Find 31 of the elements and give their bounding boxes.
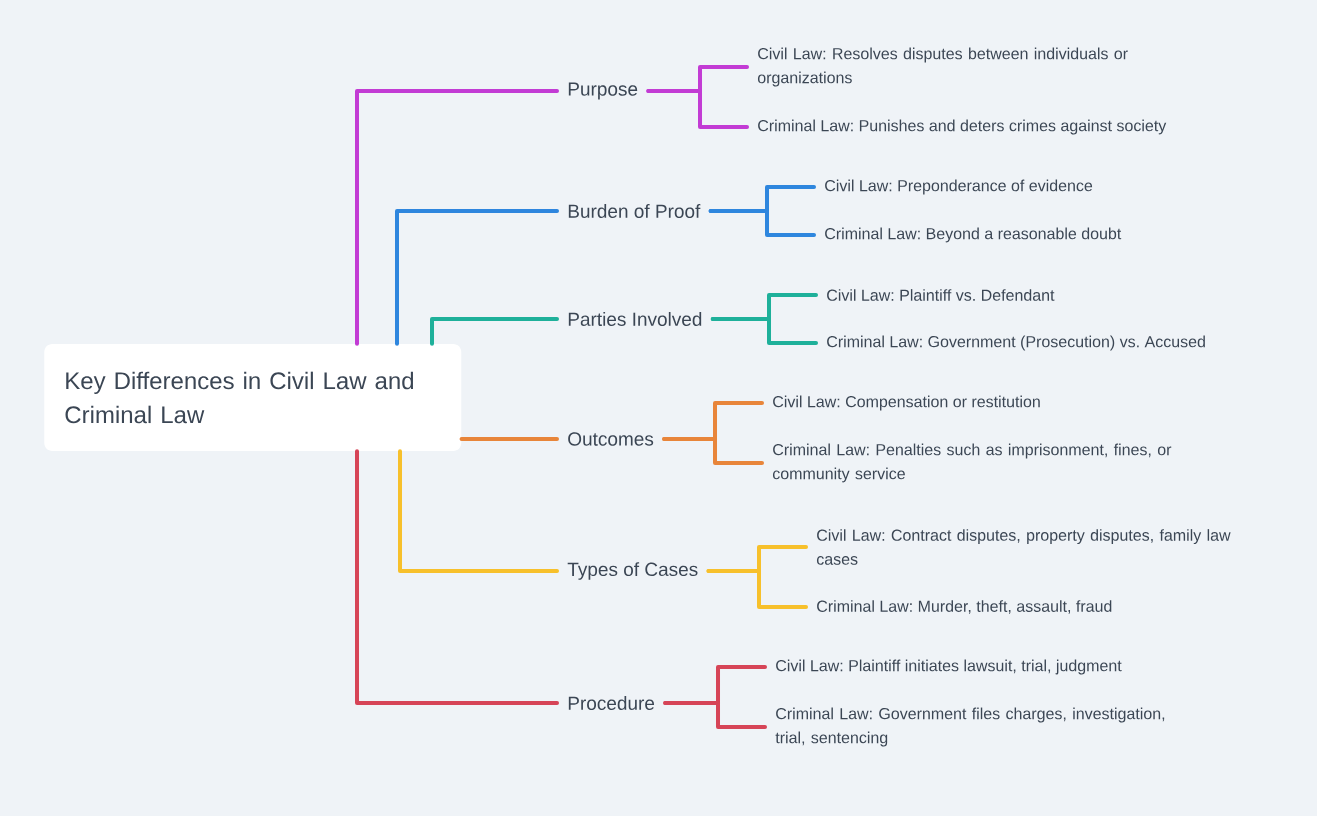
connector-line [708, 209, 816, 237]
branch-text: Parties Involved [568, 312, 702, 326]
connector-line [395, 209, 559, 346]
branch-text: Purpose [568, 82, 638, 100]
detail-text: Criminal Law: Beyond a reasonable doubt [825, 227, 1122, 243]
branch-text: Procedure [568, 696, 655, 710]
connector-line [662, 437, 764, 465]
branch-text: Burden of Proof [568, 204, 701, 218]
detail-text: Criminal Law: Penalties such as imprisonment, fines, or community service [772, 443, 1172, 483]
detail-text: Civil Law: Compensation or restitution [773, 395, 1040, 411]
connector-line [398, 449, 559, 573]
connector-line [355, 449, 559, 705]
detail-text: Criminal Law: Punishes and deters crimes against society [758, 119, 1167, 135]
connector-line [430, 317, 559, 346]
detail-text: Civil Law: Resolves disputes between individuals or organizations [757, 47, 1128, 87]
connector-line [459, 437, 559, 441]
branch-text: Types of Cases [567, 562, 698, 580]
connector-line [646, 89, 749, 129]
connector-line [710, 317, 818, 345]
detail-text: Civil Law: Plaintiff vs. Defendant [827, 289, 1055, 301]
detail-text: Civil Law: Preponderance of evidence [825, 179, 1093, 195]
detail-text: Criminal Law: Government (Prosecution) vs. Accused [827, 335, 1205, 351]
topic-box: Key Differences in Civil Law and Criminal Law [44, 344, 462, 451]
connector-line [355, 89, 559, 346]
connector-line [663, 701, 767, 729]
detail-text: Civil Law: Plaintiff initiates lawsuit, trial, judgment [776, 659, 1122, 675]
detail-text: Criminal Law: Government files charges, investigation, trial, sentencing [775, 707, 1165, 747]
connector-line [706, 569, 808, 609]
detail-text: Criminal Law: Murder, theft, assault, fraud [817, 600, 1112, 614]
detail-text: Civil Law: Contract disputes, property disputes, family law cases [816, 529, 1231, 565]
branch-text: Outcomes [568, 432, 654, 446]
